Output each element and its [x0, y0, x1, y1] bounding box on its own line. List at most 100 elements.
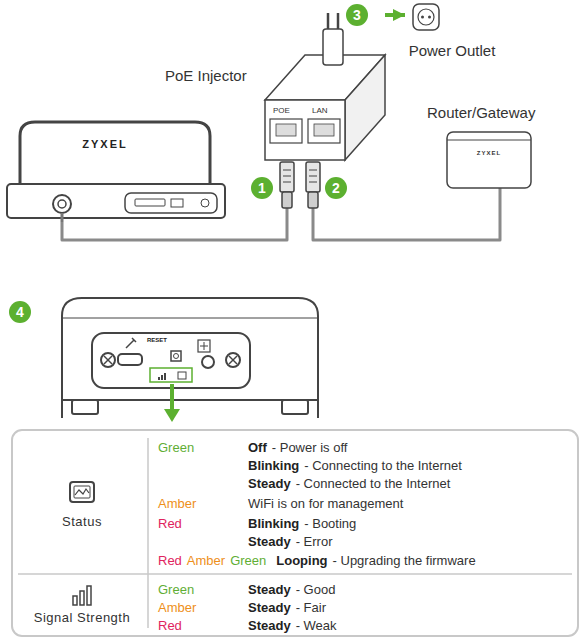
led-highlight: [164, 409, 180, 422]
power-outlet-outline: [413, 4, 439, 30]
led-table: [12, 430, 578, 636]
plug-in-arrow: [385, 13, 405, 17]
rj45-plug: [282, 192, 292, 208]
rj45-plug: [283, 170, 291, 171]
rj45-plug: [283, 176, 291, 177]
poe-injector-outline: [265, 100, 345, 160]
brand-label: ZYXEL: [477, 150, 501, 157]
led-state: Steady: [248, 534, 291, 550]
row-heading: Signal Strength: [34, 610, 130, 626]
access-point-device-outline: [171, 199, 183, 207]
device-closeup: [126, 338, 136, 348]
led-highlight: [161, 375, 163, 380]
poe-injector-outline: [165, 5, 385, 165]
led-table: [18, 573, 572, 575]
status-icon: [70, 482, 94, 502]
callout-number: 4: [9, 301, 31, 323]
led-meaning: - Upgrading the firmware: [333, 553, 476, 569]
led-meaning: WiFi is on for management: [248, 496, 403, 512]
device-closeup: [171, 351, 181, 361]
access-point-device-outline: [7, 184, 225, 218]
device-name: Router/Gateway: [427, 104, 535, 122]
device-closeup: [62, 318, 318, 319]
led-highlight: [170, 384, 174, 410]
signal-icon: [73, 586, 91, 605]
poe-injector-outline: [314, 124, 334, 136]
access-point-device-outline: [135, 199, 165, 206]
device-closeup: [104, 356, 112, 364]
led-meaning: - Booting: [304, 516, 356, 532]
device-closeup: [104, 356, 112, 364]
led-color: Amber: [187, 553, 225, 569]
poe-injector-outline: [323, 29, 343, 65]
led-highlight: [164, 373, 166, 380]
led-state: Off: [248, 440, 267, 456]
callout-number: 1: [251, 177, 273, 199]
led-highlight: [158, 377, 160, 380]
led-meaning: - Connected to the Internet: [296, 476, 451, 492]
device-closeup: [62, 298, 318, 418]
access-point-device: ZYXEL: [5, 118, 227, 222]
led-state: Steady: [248, 582, 291, 598]
port-label: POE: [273, 106, 290, 116]
device-closeup: [202, 356, 214, 368]
led-state: Looping: [276, 553, 327, 569]
button-label: RESET: [147, 337, 167, 344]
led-state: Steady: [248, 618, 291, 634]
led-meaning: - Power is off: [272, 440, 348, 456]
poe-injector-outline: [276, 124, 296, 136]
rj45-plug: [306, 162, 320, 192]
outlet-name: Power Outlet: [409, 42, 496, 60]
led-table: [12, 430, 578, 636]
led-color: Green: [158, 582, 194, 598]
rj45-plug: [309, 176, 317, 177]
led-highlight: [150, 368, 192, 382]
rj45-plug: [283, 182, 291, 183]
device-closeup: [118, 354, 142, 365]
poe-injector: PoE InjectorPOELAN: [165, 5, 385, 165]
led-meaning: - Weak: [296, 618, 337, 634]
power-outlet: Power Outlet: [405, 2, 500, 62]
led-color: Amber: [158, 600, 196, 616]
access-point-device-outline: [58, 200, 66, 208]
signal-icon: [87, 586, 91, 605]
led-color: Green: [230, 553, 266, 569]
led-highlight: [178, 372, 186, 379]
callout-number: 2: [325, 177, 347, 199]
rj45-plug: [309, 170, 317, 171]
led-meaning: - Fair: [296, 600, 326, 616]
access-point-device-outline: [201, 199, 209, 207]
poe-injector-outline: [337, 13, 340, 29]
status-icon: [74, 486, 90, 498]
access-point-device-outline: [5, 118, 227, 222]
poe-injector-outline: [308, 119, 340, 143]
rj45-plug: [280, 162, 320, 208]
device-closeup: [198, 340, 210, 352]
device-closeup: [174, 354, 179, 359]
brand-label: ZYXEL: [82, 138, 127, 151]
access-point-device-outline: [61, 213, 64, 222]
power-outlet-outline: [428, 16, 431, 19]
power-outlet-outline: [418, 9, 434, 25]
rj45-plug: [308, 192, 318, 208]
rj45-plug: [280, 162, 294, 192]
device-closeup: [72, 400, 98, 414]
router-gateway-outline: [447, 132, 531, 188]
router-gateway: Router/GatewayZYXEL: [425, 100, 565, 188]
poe-injector-outline: [327, 13, 330, 29]
status-icon: [70, 482, 94, 502]
led-table: [147, 438, 149, 628]
led-state: Steady: [248, 600, 291, 616]
led-state: Blinking: [248, 458, 299, 474]
router-gateway-outline: [447, 140, 531, 141]
device-name: PoE Injector: [165, 67, 247, 85]
rj45-plug: [309, 182, 317, 183]
led-state: Blinking: [248, 516, 299, 532]
device-closeup: [282, 400, 308, 414]
access-point-device-outline: [20, 122, 210, 186]
access-point-device-outline: [125, 193, 217, 213]
led-state: Steady: [248, 476, 291, 492]
power-outlet-outline: [421, 16, 424, 19]
device-closeup: [101, 353, 115, 367]
